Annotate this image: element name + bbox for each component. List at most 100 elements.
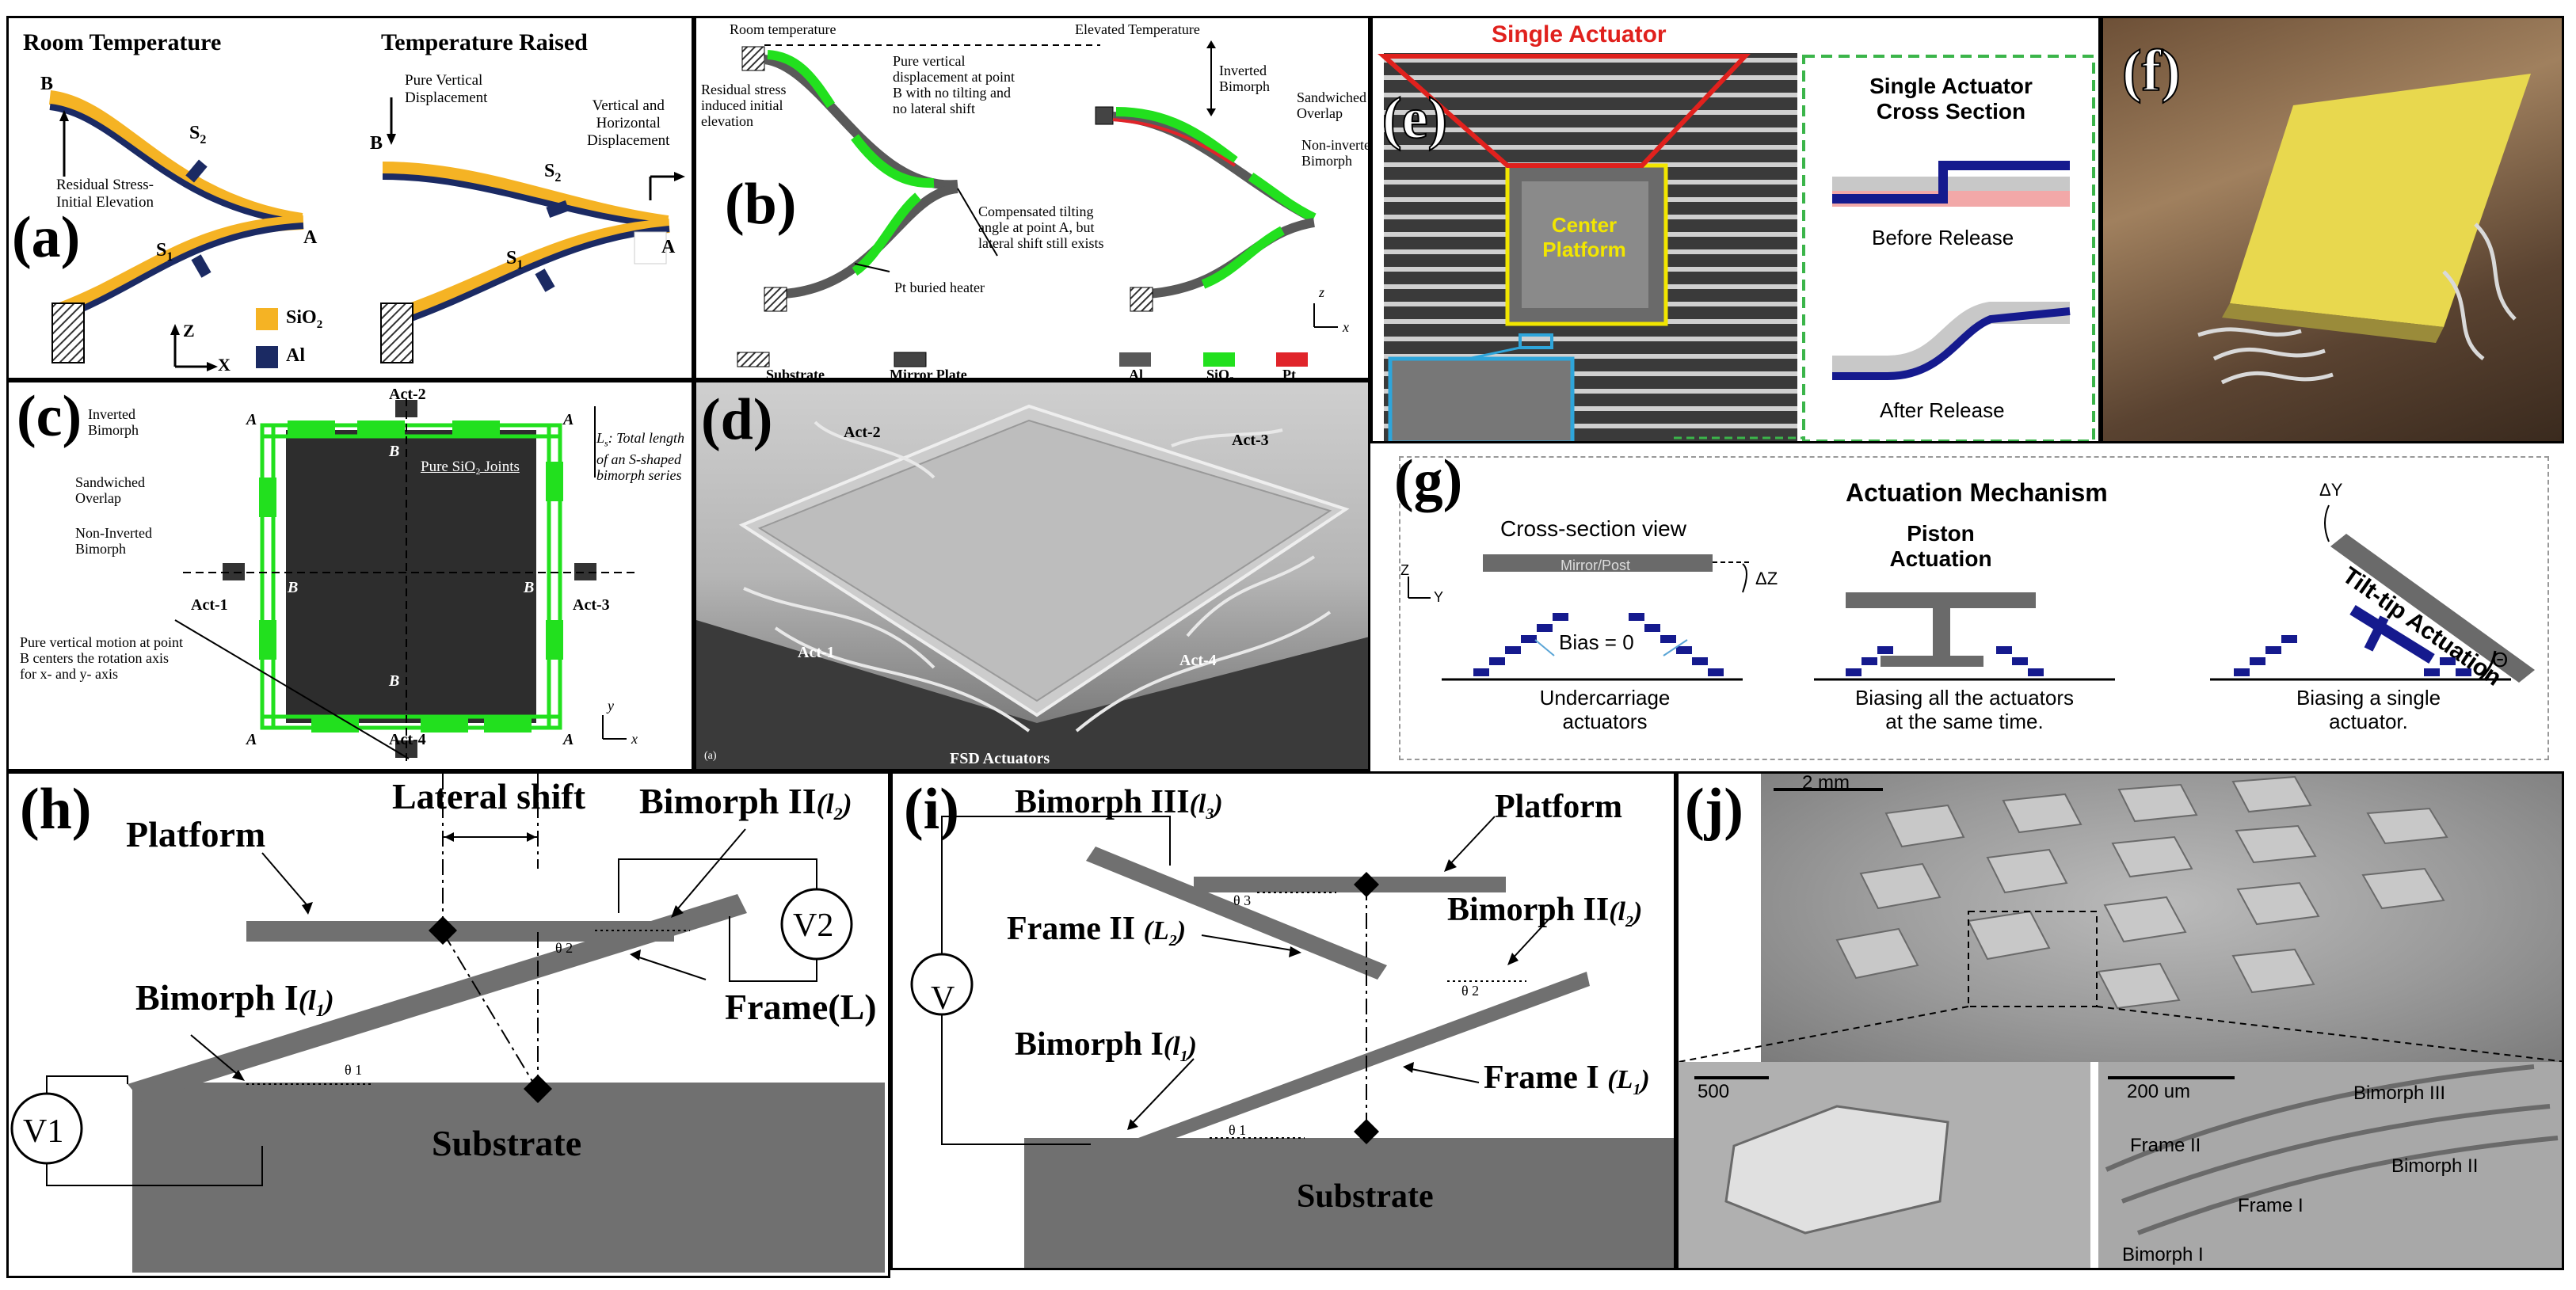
act3-label-d: Act-3: [1232, 432, 1269, 449]
theta-label: Θ: [2492, 648, 2509, 672]
panel-a-drawing: [48, 90, 685, 371]
lateral-shift-label: Lateral shift: [392, 776, 586, 816]
act2-label-d: Act-2: [844, 424, 881, 441]
mirror-post-label: Mirror/Post: [1560, 557, 1631, 573]
frame2-label-i: Frame II (L2): [1007, 911, 1187, 949]
bimorph2-label-j: Bimorph II: [2391, 1155, 2479, 1177]
panel-g-drawing: [1408, 504, 2535, 683]
panel-f-label: (f): [2121, 39, 2182, 104]
bimorph3-label-i: Bimorph III(l3): [1015, 784, 1223, 823]
bimorph1-label-j: Bimorph I: [2122, 1244, 2204, 1265]
substrate-label-i: Substrate: [1297, 1178, 1434, 1215]
before-release-label: Before Release: [1872, 226, 2014, 249]
panel-e-overlay: [1378, 54, 2095, 441]
bimorph1-label-i: Bimorph I(l1): [1015, 1026, 1197, 1065]
panel-j-label: (j): [1685, 777, 1743, 842]
legend-mirror: Mirror Plate: [890, 367, 967, 380]
panel-h-label: (h): [20, 777, 92, 842]
axis-z-g: Z: [1400, 562, 1409, 578]
panel-b-drawing: [737, 40, 1338, 367]
panel-b-label: (b): [725, 172, 797, 237]
axis-z-b: z: [1319, 284, 1325, 300]
s2-right: S2: [544, 161, 562, 185]
point-b-right: B: [370, 133, 383, 154]
act4-label-d: Act-4: [1179, 652, 1217, 669]
legend-sio2-b: SiO2: [1206, 367, 1235, 380]
panel-d-label: (d): [701, 387, 773, 452]
actuation-mechanism-title: Actuation Mechanism: [1846, 478, 2108, 507]
small-a-label-d: (a): [704, 750, 717, 762]
legend-sio2: SiO2: [286, 307, 323, 331]
v-label-i: V: [931, 980, 955, 1017]
title-room-temperature: Room Temperature: [23, 29, 222, 55]
panel-a: (a) Room Temperature Temperature Raised …: [6, 16, 694, 380]
photo-d: [696, 404, 1368, 769]
legend-al: Al: [286, 345, 305, 366]
sio2-joints-c: Pure SiO₂ Joints: [421, 459, 520, 475]
theta1-label-i: θ 1: [1229, 1122, 1247, 1138]
panel-e-label: (e): [1381, 86, 1448, 151]
scale-200um: 200 um: [2127, 1081, 2191, 1102]
theta2-label-h: θ 2: [555, 940, 574, 956]
theta1-label-h: θ 1: [345, 1062, 363, 1078]
axis-y-g: Y: [1434, 589, 1444, 605]
act4-label-c: Act-4: [389, 731, 426, 748]
panel-j-drawing: [1679, 775, 2562, 1268]
legend-substrate: Substrate: [766, 367, 825, 380]
bias-zero-label: Bias = 0: [1559, 630, 1634, 654]
panel-c-drawing: [174, 398, 634, 763]
point-a-c3: A: [246, 731, 257, 748]
delta-z-label: ΔZ: [1755, 569, 1778, 588]
point-b-c4: B: [524, 579, 535, 596]
panel-a-label: (a): [12, 205, 81, 270]
bimorph2-label-h: Bimorph II(l2): [639, 781, 852, 824]
panel-g-label: (g): [1394, 448, 1463, 513]
bimorph1-label-h: Bimorph I(l1): [135, 977, 334, 1021]
cross-section-view-label: Cross-section view: [1500, 516, 1686, 541]
frame-label-h: Frame(L): [725, 987, 877, 1027]
point-b-left: B: [40, 74, 54, 94]
legend-al-b: Al: [1129, 367, 1143, 380]
bimorph2-label-i: Bimorph II(l2): [1447, 892, 1643, 930]
scale-500: 500: [1698, 1081, 1730, 1102]
point-a-right: A: [661, 237, 676, 257]
point-b-c3: B: [288, 579, 299, 596]
frame1-label-j: Frame I: [2238, 1195, 2304, 1216]
point-b-c1: B: [389, 443, 400, 460]
legend-pt-b: Pt: [1282, 367, 1296, 380]
point-a-c4: A: [563, 731, 574, 748]
panel-j: (j) 2 mm 500 200 um Bimorph III Frame II…: [1676, 771, 2564, 1270]
point-a-c2: A: [563, 411, 574, 428]
v1-label: V1: [23, 1113, 64, 1150]
panel-i-drawing: [910, 816, 1674, 1268]
axis-x-label: X: [218, 355, 231, 375]
elevated-temp-text: Elevated Temperature: [1075, 21, 1200, 37]
theta3-label-i: θ 3: [1233, 892, 1252, 908]
substrate-label-h: Substrate: [432, 1123, 582, 1163]
delta-y-label: ΔY: [2319, 480, 2343, 500]
panel-b: (b) Room temperature Elevated Temperatur…: [694, 16, 1370, 380]
single-actuator-title: Single Actuator: [1492, 21, 1667, 48]
fsd-label-d: FSD Actuators: [950, 750, 1050, 767]
scale-2mm: 2 mm: [1802, 772, 1850, 793]
panel-d: (d) Act-2 Act-3 Act-1 Act-4 FSD Actuator…: [694, 380, 1370, 771]
title-temperature-raised: Temperature Raised: [381, 29, 588, 55]
